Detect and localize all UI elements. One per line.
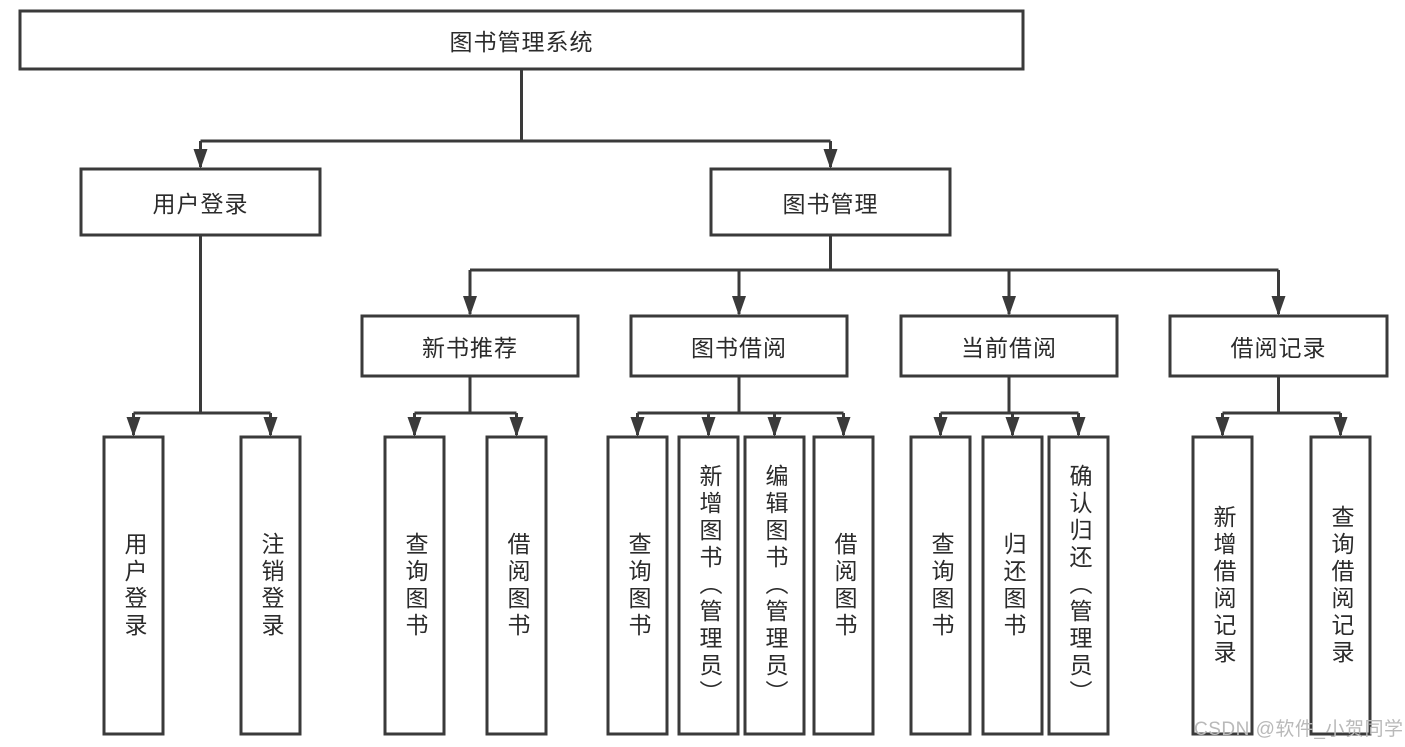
node-box-leaf-12 [1309,435,1372,736]
arrow-head-leaf-0-0 [126,417,141,437]
arrow-head-level3-2 [1002,296,1016,316]
node-box-leaf-3 [485,435,548,736]
node-box-level3-1 [629,314,849,378]
arrow-head-level2-0 [193,149,208,169]
arrow-head-level3-3 [1271,296,1286,316]
node-box-level2-1 [709,167,952,237]
node-box-leaf-0 [102,435,165,736]
connector-layer [126,69,1348,437]
node-box-level3-3 [1168,314,1389,378]
arrow-head-level3-0 [463,296,477,316]
node-box-leaf-2 [383,435,446,736]
arrow-head-leaf-4-1 [1333,417,1348,437]
node-box-level3-0 [360,314,580,378]
node-box-leaf-10 [1047,435,1110,736]
arrow-head-leaf-1-0 [407,417,422,437]
node-box-leaf-9 [981,435,1044,736]
arrow-head-leaf-0-1 [263,417,278,437]
node-box-level2-0 [79,167,322,237]
node-box-level3-2 [899,314,1119,378]
node-box-leaf-11 [1191,435,1254,736]
node-box-root [18,9,1025,71]
arrow-head-leaf-2-1 [701,417,716,437]
node-box-leaf-4 [606,435,669,736]
arrow-head-leaf-3-2 [1071,417,1086,437]
arrow-head-level3-1 [732,296,746,316]
arrow-head-leaf-2-3 [836,417,851,437]
node-box-leaf-5 [677,435,740,736]
arrow-head-leaf-1-1 [509,417,524,437]
arrow-head-leaf-4-0 [1215,417,1230,437]
node-box-leaf-6 [743,435,806,736]
arrow-head-leaf-2-0 [630,417,645,437]
arrow-head-leaf-3-1 [1005,417,1020,437]
arrow-head-leaf-3-0 [933,417,948,437]
box-layer [18,9,1389,736]
arrow-head-leaf-2-2 [767,417,782,437]
node-box-leaf-7 [812,435,875,736]
node-box-leaf-1 [239,435,302,736]
arrow-head-level2-1 [823,149,838,169]
node-box-leaf-8 [909,435,972,736]
